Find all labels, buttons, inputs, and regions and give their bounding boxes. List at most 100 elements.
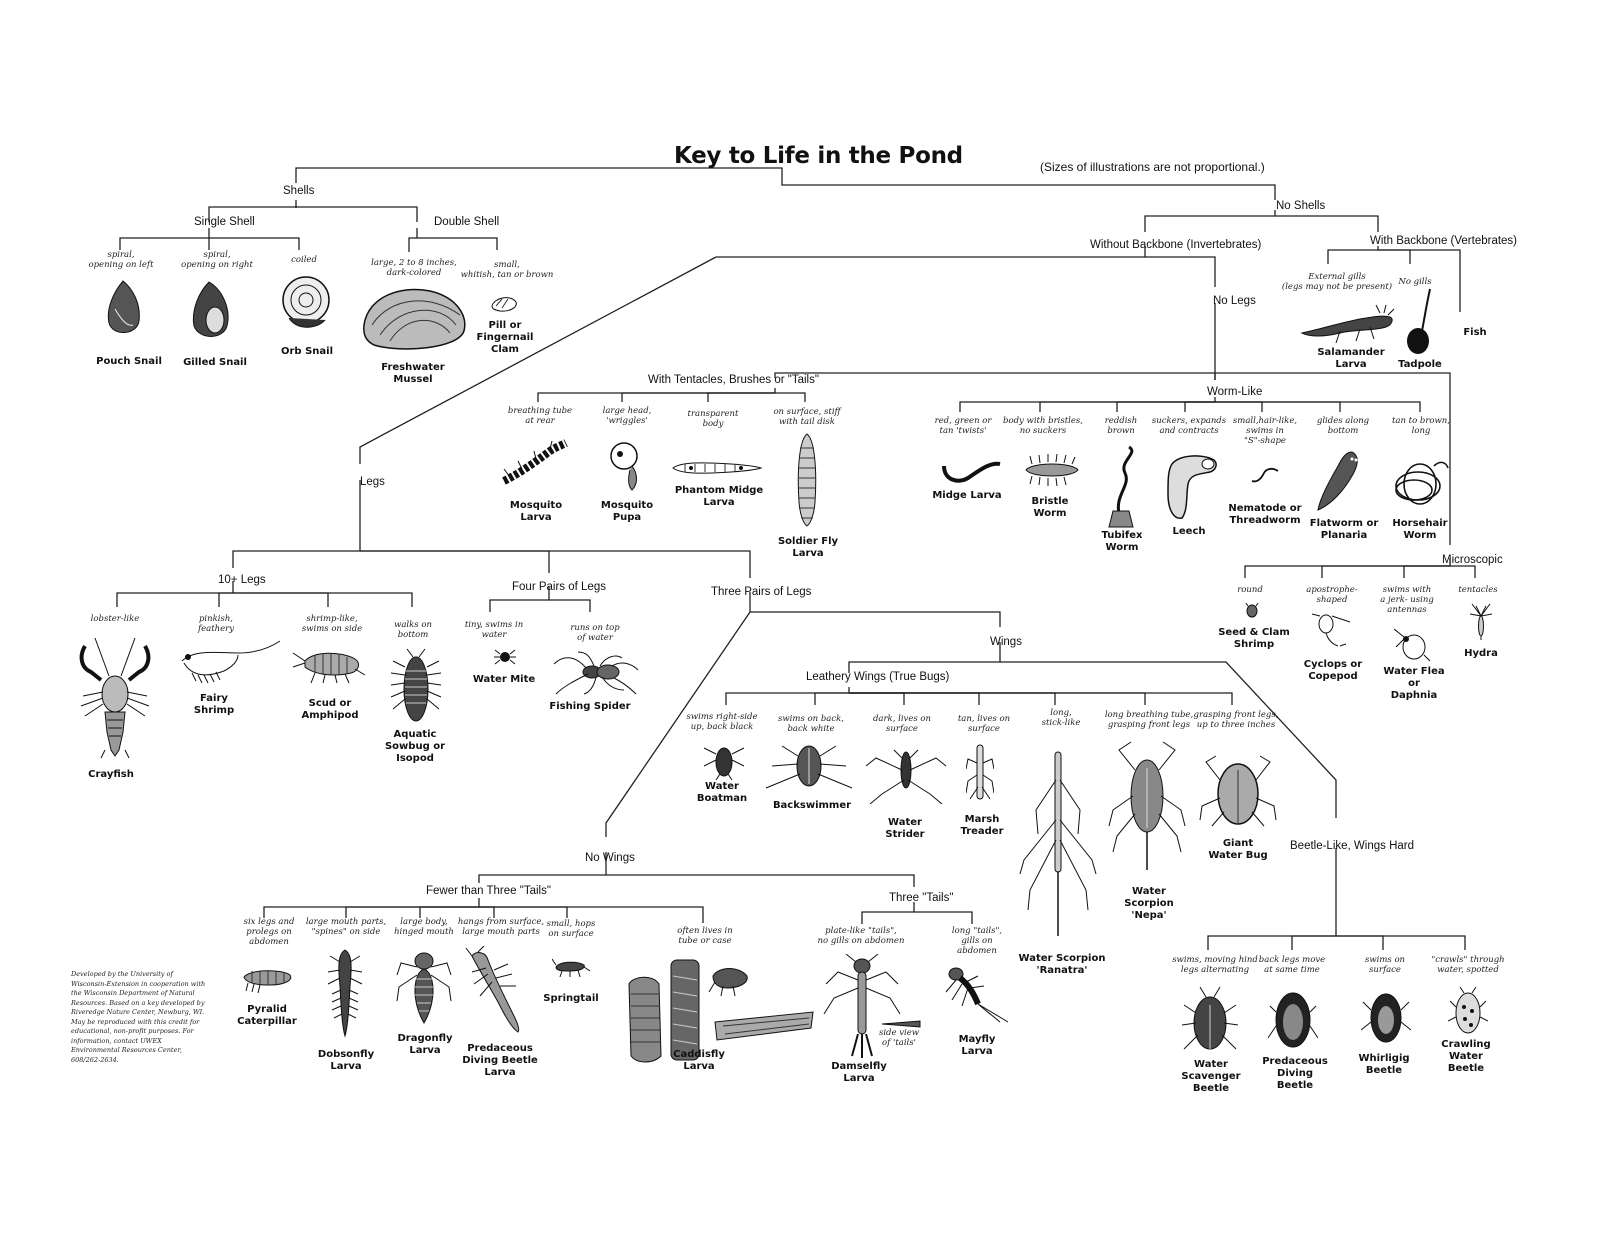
scale-note: (Sizes of illustrations are not proporti… — [1040, 160, 1265, 174]
leech-name: Leech — [1172, 526, 1206, 537]
crayfish-desc: lobster-like — [90, 614, 140, 624]
nematode-icon — [1250, 465, 1280, 485]
cyclops-desc: apostrophe- shaped — [1306, 585, 1358, 605]
fairy-shrimp-icon — [178, 637, 282, 685]
fishing-spider-desc: runs on top of water — [570, 623, 620, 643]
credit-text: Developed by the University of Wisconsin… — [71, 970, 206, 1064]
gilled-snail-name: Gilled Snail — [183, 357, 247, 368]
diving-beetle-name: Predaceous Diving Beetle — [1262, 1056, 1328, 1091]
branch-no-wings: No Wings — [585, 852, 635, 864]
water-mite-desc: tiny, swims in water — [464, 620, 524, 640]
mosquito-larva-name: Mosquito Larva — [509, 500, 563, 523]
gilled-snail-desc: spiral, opening on right — [181, 250, 253, 270]
soldier-fly-desc: on surface, stiff with tail disk — [773, 407, 841, 427]
orb-snail-desc: coiled — [291, 255, 317, 265]
caddisfly-desc: often lives in tube or case — [677, 926, 733, 946]
mosquito-larva-icon — [500, 437, 570, 487]
damselfly-side-note: side view of 'tails' — [878, 1028, 920, 1048]
fairy-shrimp-desc: pinkish, feathery — [197, 614, 235, 634]
crawling-name: Crawling Water Beetle — [1441, 1039, 1491, 1074]
scavenger-desc: swims, moving hind legs alternating — [1172, 955, 1258, 975]
branch-legs: Legs — [360, 476, 385, 488]
whirligig-icon — [1361, 986, 1411, 1048]
leech-desc: suckers, expands and contracts — [1151, 416, 1227, 436]
boatman-icon — [702, 740, 746, 780]
seed-shrimp-icon — [1244, 602, 1260, 618]
dobsonfly-desc: large mouth parts, "spines" on side — [305, 917, 387, 937]
damselfly-desc: plate-like "tails", no gills on abdomen — [817, 926, 905, 946]
seed-shrimp-name: Seed & Clam Shrimp — [1218, 627, 1290, 650]
midge-larva-name: Midge Larva — [932, 490, 1002, 501]
diving-larva-name: Predaceous Diving Beetle Larva — [462, 1043, 538, 1078]
giant-bug-icon — [1198, 750, 1278, 830]
marsh-treader-desc: tan, lives on surface — [957, 714, 1011, 734]
giant-bug-desc: grasping front legs, up to three inches — [1193, 710, 1279, 730]
sowbug-desc: walks on bottom — [394, 620, 432, 640]
midge-larva-desc: red, green or tan 'twists' — [934, 416, 992, 436]
marsh-treader-icon — [966, 743, 994, 803]
scavenger-icon — [1180, 985, 1240, 1055]
branch-with-backbone: With Backbone (Vertebrates) — [1370, 235, 1518, 247]
flatworm-desc: glides along bottom — [1316, 416, 1370, 436]
pouch-snail-name: Pouch Snail — [96, 356, 162, 367]
branch-double-shell: Double Shell — [434, 216, 500, 228]
mayfly-icon — [942, 962, 1010, 1030]
nematode-desc: small,hair-like, swims in "S"-shape — [1232, 416, 1298, 446]
strider-name: Water Strider — [885, 817, 925, 840]
tubifex-desc: reddish brown — [1104, 416, 1138, 436]
bristle-worm-name: Bristle Worm — [1031, 496, 1069, 519]
mussel-name: Freshwater Mussel — [381, 362, 445, 385]
tubifex-name: Tubifex Worm — [1101, 530, 1143, 553]
branch-no-shells: No Shells — [1276, 200, 1326, 212]
bristle-worm-desc: body with bristles, no suckers — [1003, 416, 1083, 436]
tadpole-desc: No gills — [1398, 277, 1432, 287]
backswimmer-name: Backswimmer — [772, 800, 852, 811]
mosquito-pupa-icon — [606, 440, 646, 492]
damselfly-name: Damselfly Larva — [831, 1061, 887, 1084]
branch-single-shell: Single Shell — [194, 216, 255, 228]
soldier-fly-icon — [795, 432, 819, 528]
branch-beetle-like: Beetle-Like, Wings Hard — [1290, 840, 1414, 852]
leech-icon — [1162, 450, 1220, 522]
orb-snail-name: Orb Snail — [281, 346, 333, 357]
flatworm-name: Flatworm or Planaria — [1309, 518, 1379, 541]
mussel-icon — [360, 285, 470, 353]
fairy-shrimp-name: Fairy Shrimp — [193, 693, 235, 716]
water-mite-icon — [494, 648, 516, 666]
crawling-desc: "crawls" through water, spotted — [1431, 955, 1505, 975]
ranatra-desc: long, stick-like — [1041, 708, 1081, 728]
nepa-icon — [1105, 740, 1189, 872]
mayfly-name: Mayfly Larva — [958, 1034, 996, 1057]
springtail-icon — [552, 957, 590, 977]
water-mite-name: Water Mite — [472, 674, 536, 685]
damselfly-icon — [820, 954, 904, 1058]
scavenger-name: Water Scavenger Beetle — [1181, 1059, 1241, 1094]
branch-three-pairs: Three Pairs of Legs — [711, 586, 812, 598]
clam-icon — [490, 294, 518, 312]
horsehair-name: Horsehair Worm — [1392, 518, 1448, 541]
tubifex-icon — [1105, 443, 1141, 529]
hydra-name: Hydra — [1464, 648, 1498, 659]
backswimmer-desc: swims on back, back white — [778, 714, 844, 734]
seed-shrimp-desc: round — [1237, 585, 1263, 595]
water-flea-desc: swims with a jerk- using antennas — [1380, 585, 1434, 615]
nepa-name: Water Scorpion 'Nepa' — [1124, 886, 1174, 921]
damselfly-tails-side-icon — [880, 1019, 922, 1029]
pyralid-name: Pyralid Caterpillar — [237, 1004, 297, 1027]
crayfish-name: Crayfish — [88, 769, 134, 780]
ranatra-icon — [1018, 750, 1098, 940]
mosquito-pupa-name: Mosquito Pupa — [600, 500, 654, 523]
mosquito-larva-desc: breathing tube at rear — [507, 406, 573, 426]
fishing-spider-icon — [550, 650, 640, 696]
mayfly-desc: long "tails", gills on abdomen — [951, 926, 1003, 956]
pouch-snail-desc: spiral, opening on left — [88, 250, 154, 270]
branch-tentacles: With Tentacles, Brushes or "Tails" — [648, 374, 819, 386]
scud-desc: shrimp-like, swims on side — [301, 614, 363, 634]
horsehair-desc: tan to brown, long — [1392, 416, 1450, 436]
branch-microscopic: Microscopic — [1442, 554, 1503, 566]
cyclops-name: Cyclops or Copepod — [1303, 659, 1363, 682]
flatworm-icon — [1312, 448, 1362, 514]
springtail-desc: small, hops on surface — [546, 919, 596, 939]
page-title: Key to Life in the Pond — [674, 143, 963, 169]
